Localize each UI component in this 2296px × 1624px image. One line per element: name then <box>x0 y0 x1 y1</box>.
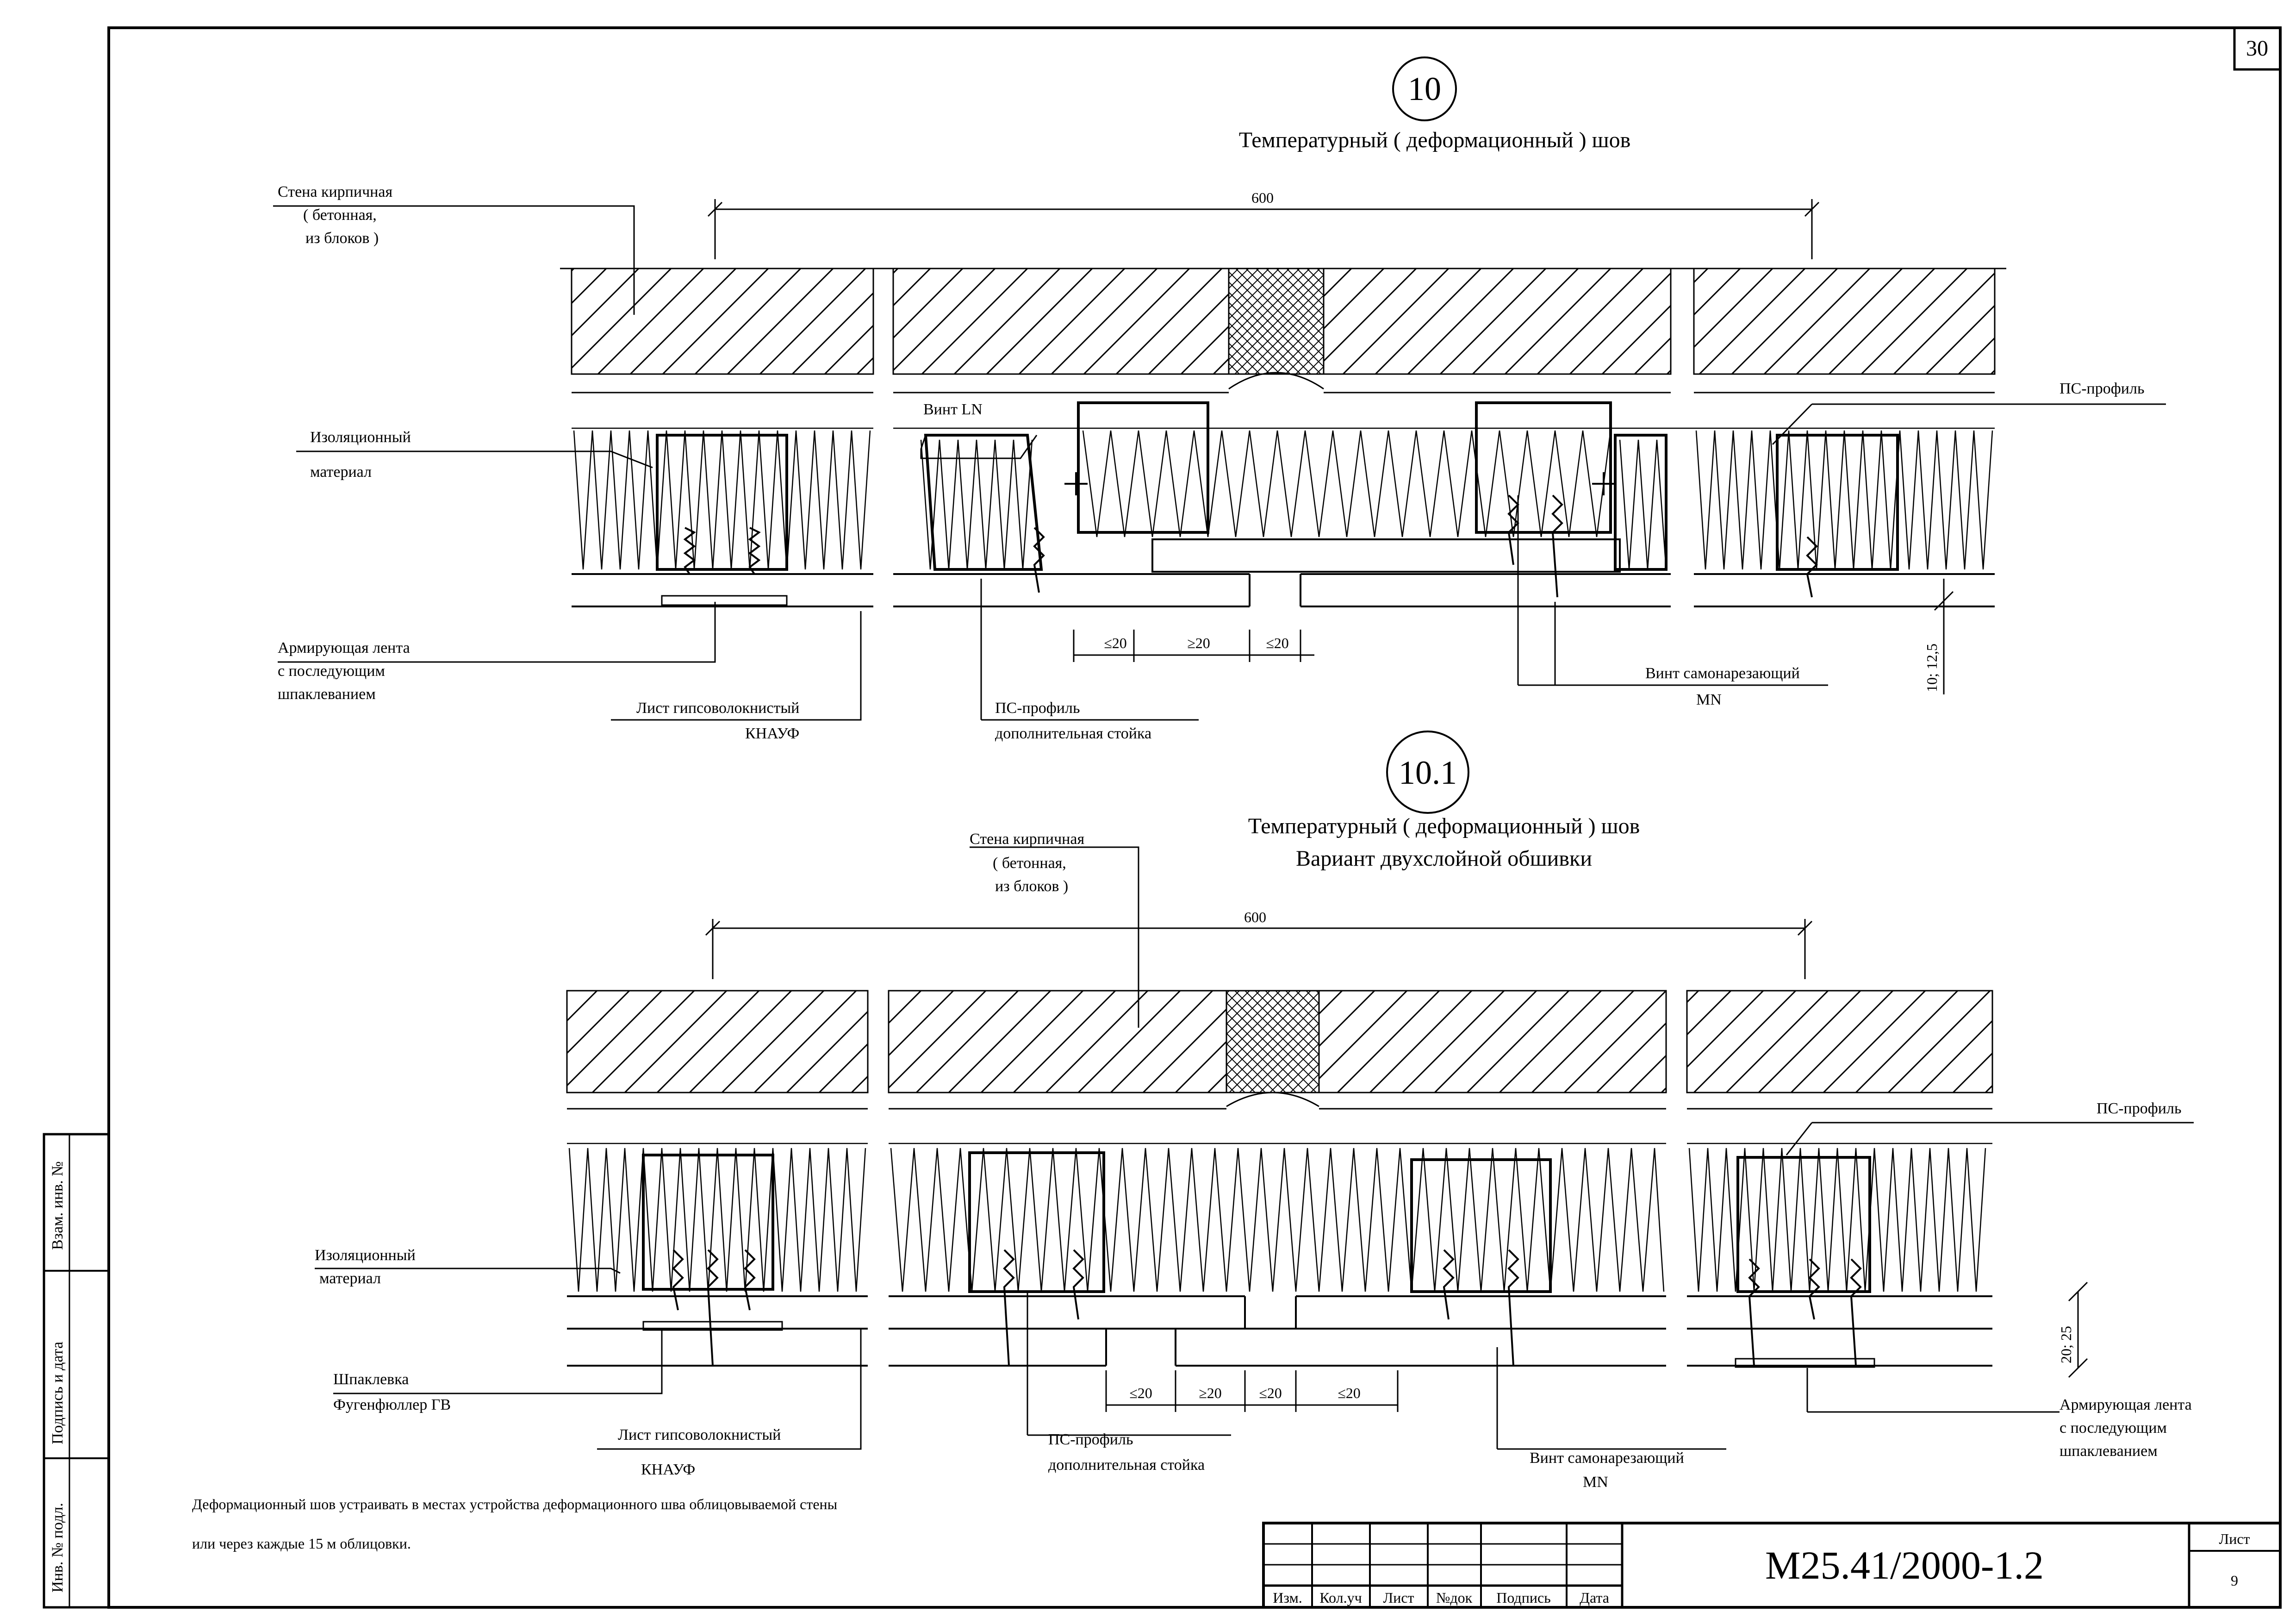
detail-10-sheet-label-1: Лист гипсоволокнистый <box>636 700 799 717</box>
detail-10-wall <box>560 268 2006 394</box>
side-stamp: Взам. инв. № Подпись и дата Инв. № подл. <box>43 1133 110 1609</box>
detail-10-1-screw-mn-1: Винт самонарезающий <box>1530 1449 1684 1467</box>
detail-10-1-dimension-600-label: 600 <box>1244 909 1266 925</box>
title-block-col-data: Дата <box>1580 1589 1609 1606</box>
detail-10-1-dim-c: ≤20 <box>1259 1385 1282 1401</box>
detail-10-wall-label-3: из блоков ) <box>305 230 379 247</box>
detail-10-tape-label-2: с последующим <box>278 662 385 680</box>
detail-10-screws <box>683 472 1818 598</box>
detail-10-gypsum-sheet <box>572 573 1995 607</box>
detail-10-dim-side: 10; 12,5 <box>1923 643 1940 692</box>
detail-10-screw-mn-2: MN <box>1696 691 1722 708</box>
title-block-col-podpis: Подпись <box>1496 1589 1551 1606</box>
detail-10-1-wall <box>566 990 1993 1110</box>
detail-10-dim-a: ≤20 <box>1104 635 1127 651</box>
detail-10-1-tape-label-1: Армирующая лента <box>2060 1396 2192 1413</box>
note-line-2: или через каждые 15 м облицовки. <box>192 1535 411 1552</box>
detail-10-leaders <box>273 205 2166 721</box>
detail-10-1-insulation-label-2: материал <box>319 1270 381 1287</box>
detail-10-insulation <box>572 427 1995 570</box>
detail-10-tape-label-1: Армирующая лента <box>278 639 410 656</box>
document-code: М25.41/2000-1.2 <box>1765 1543 2044 1587</box>
title-block-col-izm: Изм. <box>1273 1589 1302 1606</box>
title-block-sheet-label: Лист <box>2219 1530 2250 1547</box>
title-block-col-list: Лист <box>1383 1589 1414 1606</box>
detail-10-1-dim-a: ≤20 <box>1129 1385 1152 1401</box>
detail-10-ps-extra-2: дополнительная стойка <box>995 725 1151 742</box>
detail-10-1-title: Температурный ( деформационный ) шов <box>1248 814 1640 838</box>
sheet-number: 30 <box>2246 36 2268 61</box>
detail-10-1: 10.1 Температурный ( деформационный ) шо… <box>315 731 2194 1491</box>
detail-10-1-dim-side: 20; 25 <box>2058 1326 2074 1363</box>
detail-10-insulation-label-1: Изоляционный <box>310 429 411 446</box>
detail-10-number-circle <box>1392 56 1457 121</box>
detail-10-title: Температурный ( деформационный ) шов <box>1239 128 1631 152</box>
detail-10-dim-b: ≥20 <box>1187 635 1210 651</box>
stamp-podpis-data: Подпись и дата <box>49 1342 66 1444</box>
detail-10-sheet-label-2: КНАУФ <box>745 725 799 742</box>
detail-10-1-ps-extra-2: дополнительная стойка <box>1048 1456 1205 1474</box>
detail-10-1-dim-d: ≤20 <box>1338 1385 1361 1401</box>
sheet-frame <box>107 26 2282 1609</box>
detail-10-1-wall-label-3: из блоков ) <box>995 878 1068 895</box>
detail-10-profiles <box>656 401 1899 573</box>
stamp-inv-podl: Инв. № подл. <box>49 1503 66 1593</box>
title-block-col-ndok: №док <box>1436 1589 1473 1606</box>
detail-10-number: 10 <box>1408 70 1441 107</box>
detail-10-1-number: 10.1 <box>1399 754 1457 791</box>
note-line-1: Деформационный шов устраивать в местах у… <box>192 1496 837 1512</box>
detail-10-1-dim-b: ≥20 <box>1199 1385 1222 1401</box>
stamp-vzam-inv: Взам. инв. № <box>49 1161 66 1250</box>
detail-10-1-sheet-label-1: Лист гипсоволокнистый <box>618 1426 781 1443</box>
detail-10-1-screws <box>672 1249 1862 1366</box>
detail-10-1-putty-label-2: Фугенфюллер ГВ <box>333 1396 451 1413</box>
detail-10-1-putty-label-1: Шпаклевка <box>333 1371 409 1388</box>
detail-10-dim-c: ≤20 <box>1266 635 1289 651</box>
detail-10-screw-ln-label: Винт LN <box>923 401 983 418</box>
detail-10-screw-mn-1: Винт самонарезающий <box>1645 665 1800 682</box>
detail-10-1-gypsum-sheets <box>567 1295 1992 1368</box>
detail-10-dimension-600-label: 600 <box>1251 189 1274 206</box>
detail-10-1-tape-label-3: шпаклеванием <box>2060 1443 2158 1460</box>
detail-10-wall-label-2: ( бетонная, <box>303 206 377 224</box>
detail-10-1-profiles <box>642 1151 1871 1293</box>
detail-10-1-wall-label-2: ( бетонная, <box>993 855 1066 872</box>
detail-10-1-dimension-600 <box>705 919 1813 979</box>
detail-10-1-tape-label-2: с последующим <box>2060 1419 2167 1437</box>
detail-10-1-insulation-label-1: Изоляционный <box>315 1247 416 1264</box>
detail-10-1-small-dimensions <box>1105 1370 1399 1412</box>
sheet-number-box: 30 <box>2233 26 2282 71</box>
detail-10-1-wall-label-1: Стена кирпичная <box>970 831 1084 848</box>
title-block-sheet-value: 9 <box>2231 1572 2238 1589</box>
detail-10-insulation-label-2: материал <box>310 463 372 481</box>
detail-10-1-leaders <box>315 846 2194 1450</box>
title-block: Изм. Кол.уч Лист №док Подпись Дата М25.4… <box>1262 1522 2282 1609</box>
title-block-col-kolvo: Кол.уч <box>1319 1589 1362 1606</box>
detail-10-ps-profile-label: ПС-профиль <box>2060 380 2144 397</box>
detail-10-1-number-circle <box>1386 731 1469 814</box>
detail-10-1-screw-mn-2: MN <box>1583 1474 1608 1491</box>
detail-10-1-subtitle: Вариант двухслойной обшивки <box>1296 846 1592 871</box>
detail-10-wall-label-1: Стена кирпичная <box>278 183 392 200</box>
detail-10-1-sheet-label-2: КНАУФ <box>641 1461 695 1478</box>
detail-10-tape-label-3: шпаклеванием <box>278 686 376 703</box>
detail-10-dimension-600 <box>707 199 1820 259</box>
detail-10-1-ps-extra-1: ПС-профиль <box>1048 1431 1133 1448</box>
detail-10-1-insulation <box>567 1143 1992 1292</box>
detail-10: 10 Температурный ( деформационный ) шов … <box>273 56 2166 742</box>
detail-10-ps-extra-1: ПС-профиль <box>995 700 1080 717</box>
detail-10-small-dimensions <box>1073 630 1314 662</box>
detail-10-1-ps-profile-label: ПС-профиль <box>2097 1100 2181 1117</box>
